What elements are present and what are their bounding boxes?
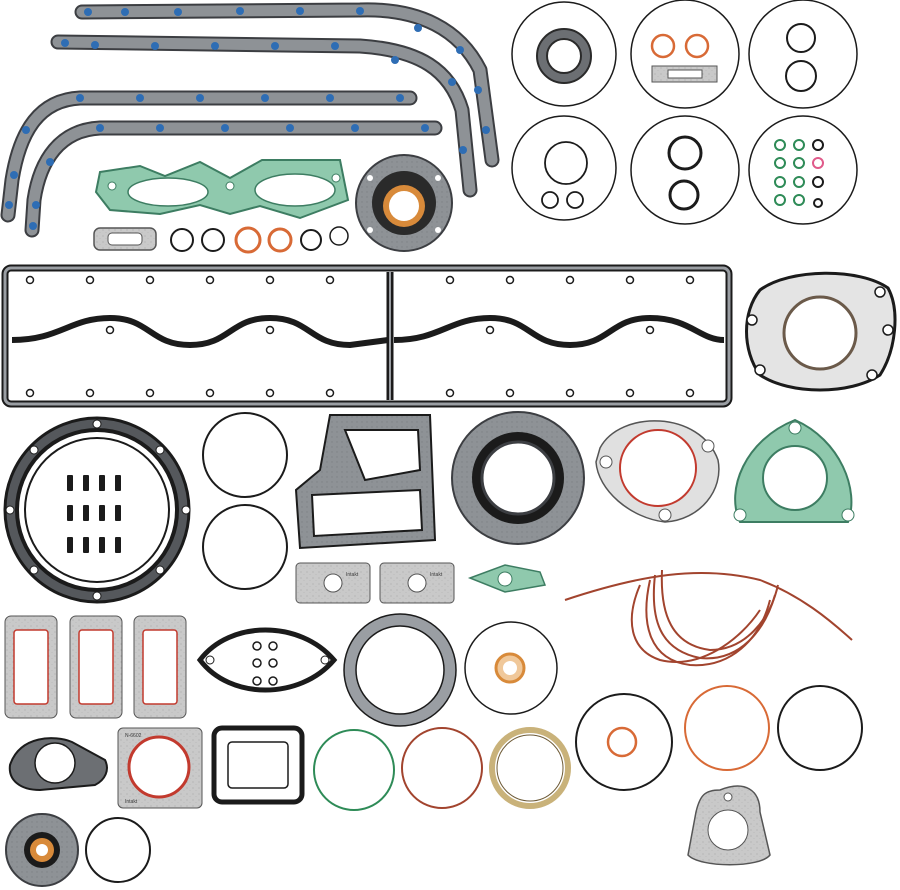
small-orings-row — [170, 226, 349, 254]
round-paper-gasket — [343, 613, 457, 727]
triangle-paper-gasket — [687, 785, 771, 866]
bolt-set — [67, 475, 121, 553]
square-flange-gasket — [211, 725, 305, 805]
copper-wire-seal — [564, 569, 853, 667]
valve-stem-seal — [536, 28, 592, 84]
copper-orings-pair — [650, 33, 710, 59]
crankshaft-seal-flange — [355, 154, 453, 252]
elbow-flange-gasket — [8, 737, 108, 792]
seal-flange-bottom — [5, 813, 79, 887]
large-black-orings — [202, 412, 288, 590]
pump-gasket-red — [595, 420, 720, 523]
colored-orings-grid — [774, 139, 824, 208]
flywheel-housing-seal — [3, 416, 191, 604]
black-orings-set-a — [541, 141, 588, 209]
rail-1 — [74, 2, 500, 168]
red-ring-paper-gasket: N-6602 Intakt — [117, 727, 203, 809]
black-orings-set-b — [667, 135, 703, 211]
stamp-brand-b: Intakt — [430, 572, 443, 578]
front-crank-seal — [451, 411, 585, 545]
oring-kit-circles — [511, 0, 858, 225]
stamp-brand-a: Intakt — [346, 572, 359, 578]
rail-bolt-beads — [5, 7, 490, 230]
exhaust-gaskets-triple — [4, 615, 187, 719]
tan-gasket — [489, 727, 571, 809]
valve-cover-gasket — [1, 264, 733, 408]
small-rect-gasket — [93, 227, 157, 251]
bottom-black-oring — [85, 817, 151, 883]
rear-housing-gasket — [745, 271, 897, 392]
paper-plate-gaskets-pair: Intakt Intakt — [295, 562, 455, 604]
oil-pan-gasket-rails — [0, 2, 500, 238]
diamond-flange-gasket — [196, 627, 338, 693]
small-plate-gasket — [651, 65, 718, 83]
green-triangle-gasket — [733, 418, 855, 523]
oring-with-copper-washer — [464, 621, 558, 715]
green-intake-gasket — [94, 159, 350, 220]
lower-orings — [313, 685, 863, 811]
stamp-part-code: N-6602 — [125, 733, 142, 739]
stamp-brand-c: Intakt — [125, 799, 138, 805]
oil-cooler-gasket — [294, 414, 437, 550]
black-orings-pair — [785, 23, 817, 92]
small-green-gasket — [467, 564, 547, 593]
